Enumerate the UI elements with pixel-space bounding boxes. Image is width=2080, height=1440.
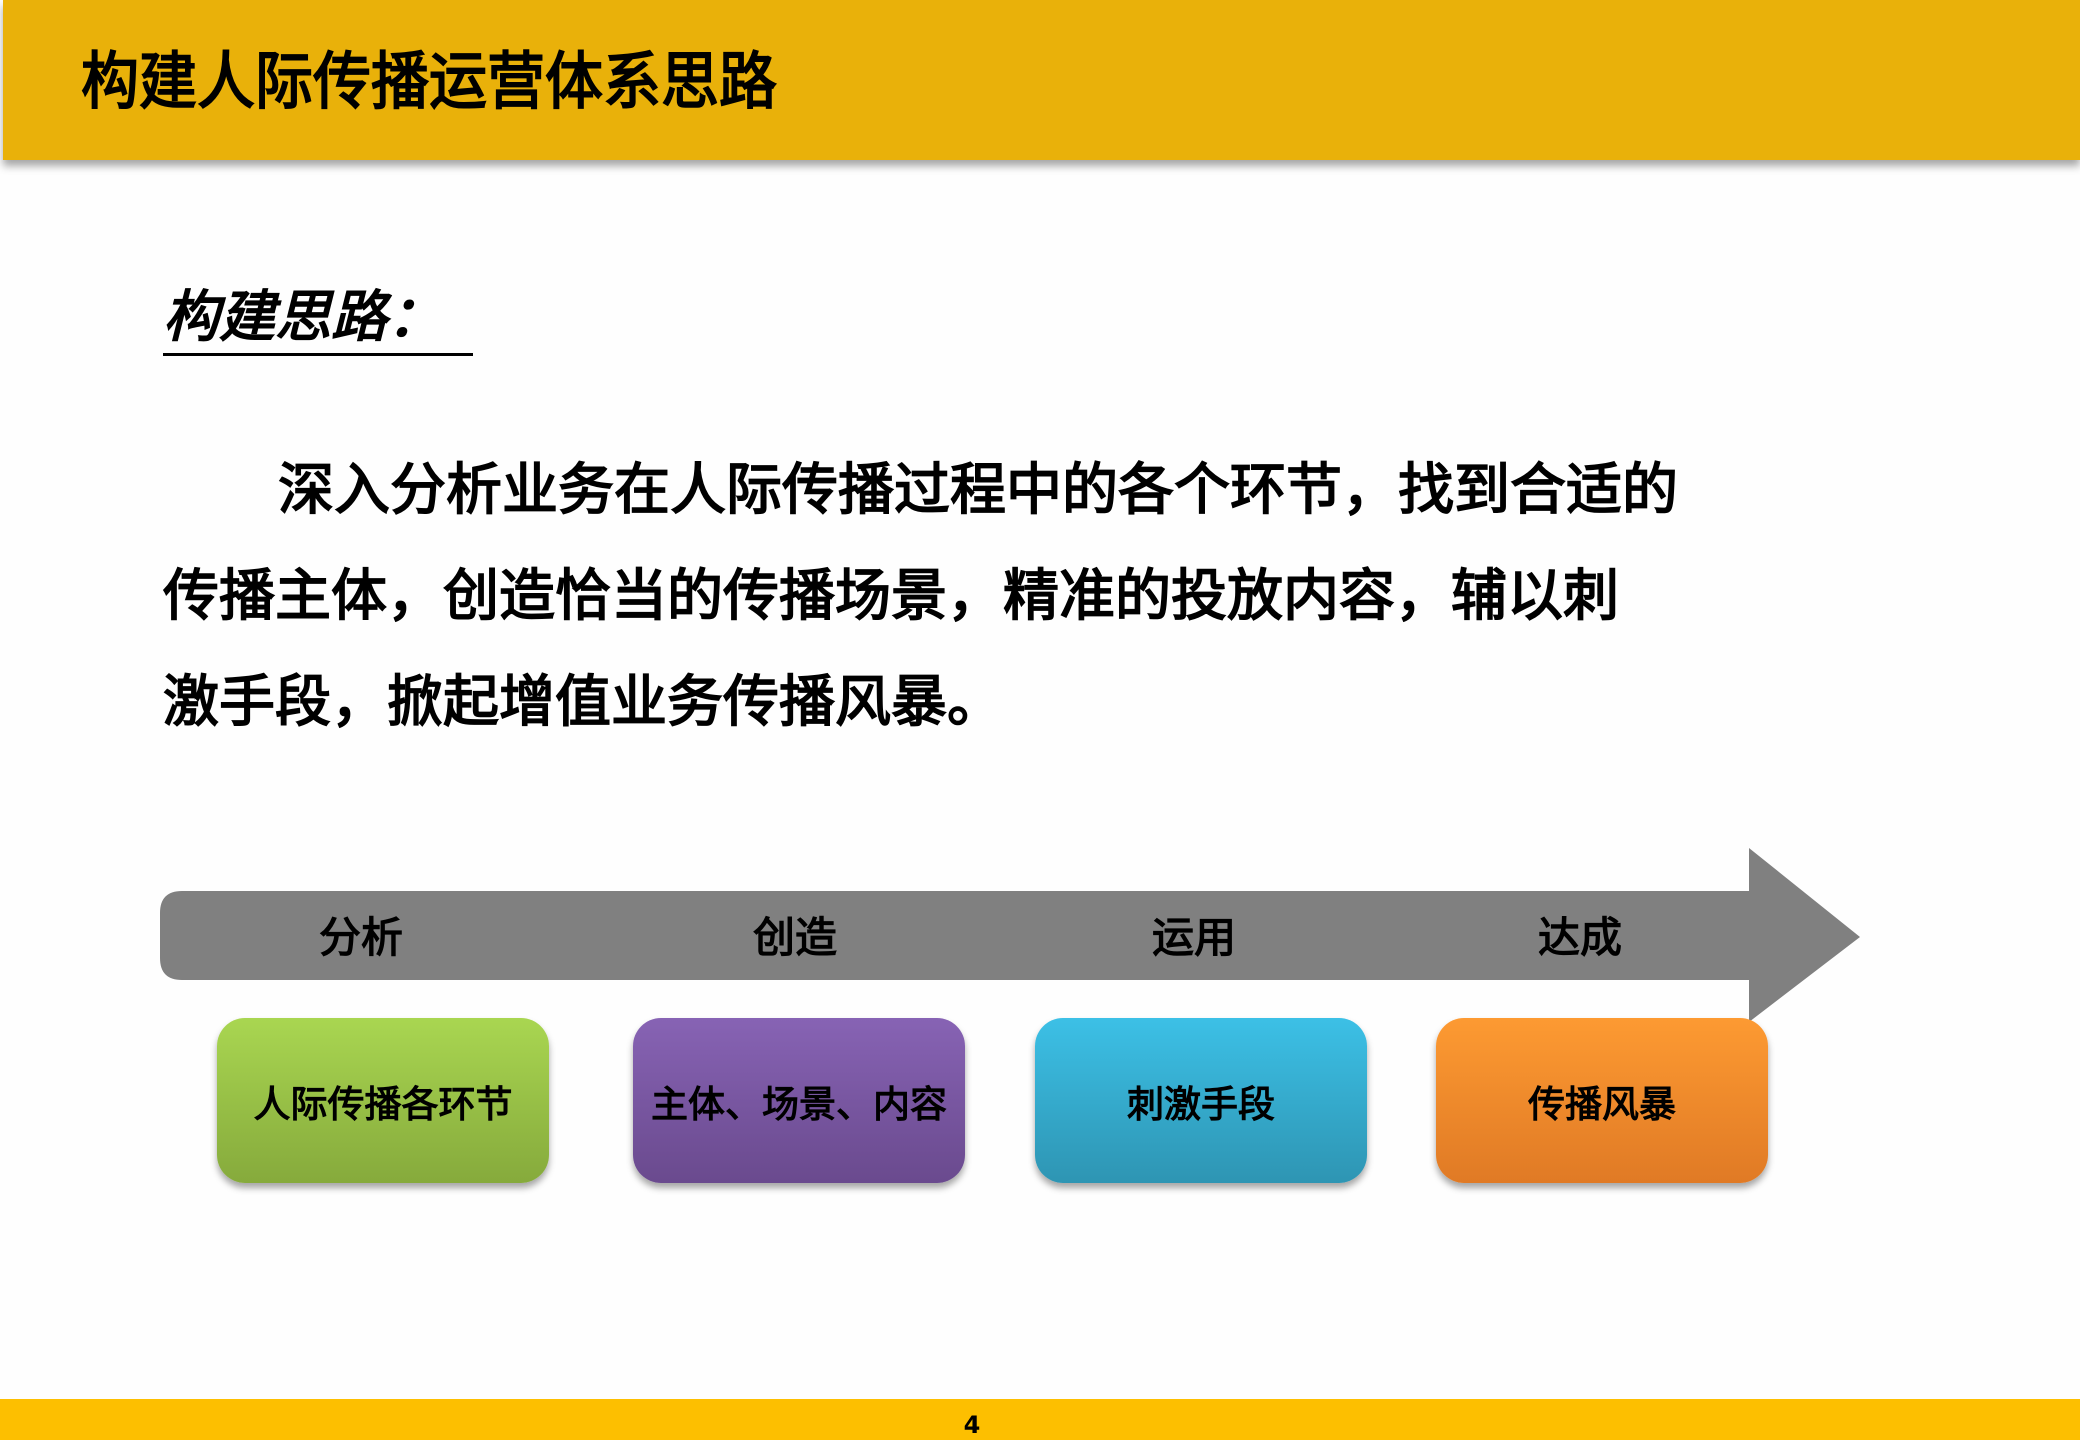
paragraph-line: 激手段，掀起增值业务传播风暴。 [163, 670, 1003, 735]
stage-label-analyze: 分析 [318, 913, 403, 962]
title-bar: 构建人际传播运营体系思路 [3, 0, 2080, 160]
paragraph-line: 传播主体，创造恰当的传播场景，精准的投放内容，辅以刺 [163, 564, 1619, 629]
stage-label-achieve: 达成 [1537, 913, 1622, 962]
section-subheading: 构建思路： [163, 282, 473, 356]
body-paragraph: 深入分析业务在人际传播过程中的各个环节，找到合适的 传播主体，创造恰当的传播场景… [163, 438, 1783, 756]
stage-box-subject-scene-content: 主体、场景、内容 [633, 1018, 965, 1183]
stage-label-create: 创造 [752, 913, 837, 962]
stage-box-text: 传播风暴 [1528, 1082, 1676, 1126]
stage-box-incentives: 刺激手段 [1035, 1018, 1367, 1183]
slide-title: 构建人际传播运营体系思路 [81, 44, 778, 118]
footer-bar [0, 1399, 2080, 1440]
stage-box-spread-storm: 传播风暴 [1436, 1018, 1768, 1183]
stage-box-text: 人际传播各环节 [253, 1082, 513, 1126]
page-number: 4 [963, 1411, 981, 1439]
stage-box-interpersonal-links: 人际传播各环节 [217, 1018, 549, 1183]
stage-box-text: 主体、场景、内容 [651, 1082, 947, 1126]
stage-box-text: 刺激手段 [1127, 1082, 1275, 1126]
paragraph-line: 深入分析业务在人际传播过程中的各个环节，找到合适的 [278, 458, 1678, 523]
stage-label-apply: 运用 [1151, 913, 1236, 962]
